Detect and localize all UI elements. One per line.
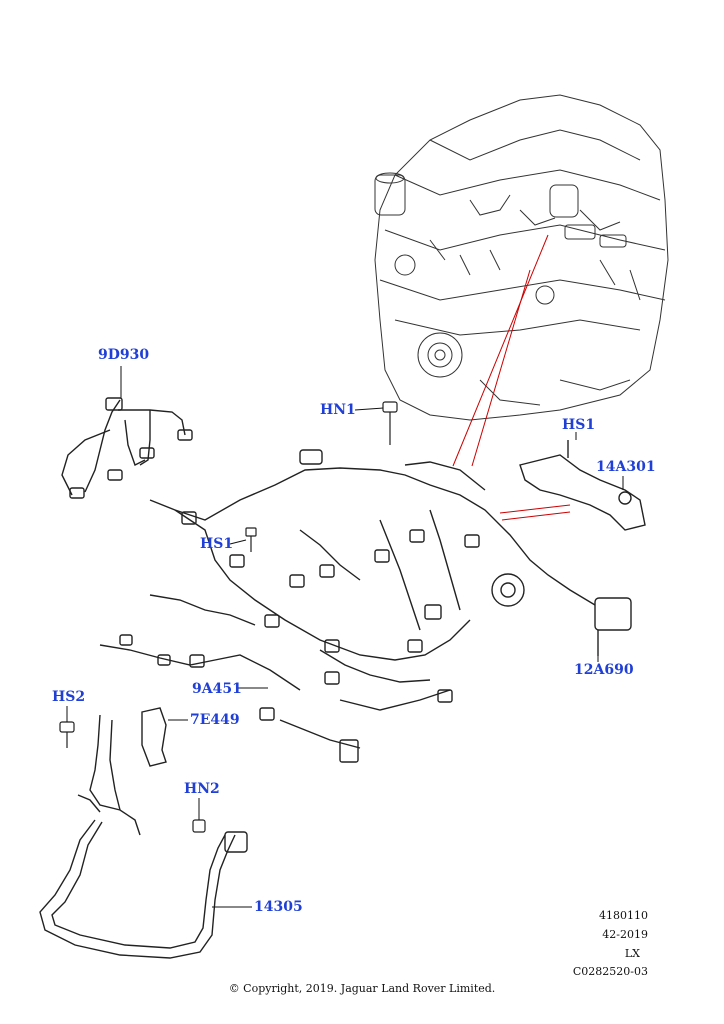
callout-HS2[interactable]: HS2: [52, 689, 86, 705]
copyright-notice: © Copyright, 2019. Jaguar Land Rover Lim…: [228, 982, 496, 995]
main-engine-harness-9A451: [99, 449, 596, 763]
callout-12A690[interactable]: 12A690: [574, 662, 634, 678]
callout-14A301[interactable]: 14A301: [596, 459, 656, 475]
bracket-14A301: [519, 440, 646, 531]
reference-line-3: LX: [624, 947, 640, 960]
callout-9A451[interactable]: 9A451: [192, 681, 242, 697]
reference-line-1: 4180110: [599, 909, 648, 922]
callout-HS1-left[interactable]: HS1: [200, 536, 234, 552]
callout-HS1-top[interactable]: HS1: [562, 417, 596, 433]
red-leader-lines: [452, 234, 571, 521]
callout-9D930[interactable]: 9D930: [98, 347, 150, 363]
injector-harness-9D930: [61, 397, 193, 499]
reference-line-4: C0282520-03: [572, 965, 648, 978]
battery-cable-14305: [39, 714, 248, 959]
callout-7E449[interactable]: 7E449: [190, 712, 240, 728]
engine-block-illustration: [374, 94, 669, 421]
reference-line-2: 42-2019: [602, 928, 648, 941]
bracket-7E449: [141, 707, 167, 767]
callout-14305[interactable]: 14305: [254, 899, 303, 915]
callout-HN2[interactable]: HN2: [184, 781, 220, 797]
callout-leader-lines: [66, 366, 624, 908]
callout-HN1[interactable]: HN1: [320, 402, 356, 418]
connector-12A690: [594, 597, 632, 656]
